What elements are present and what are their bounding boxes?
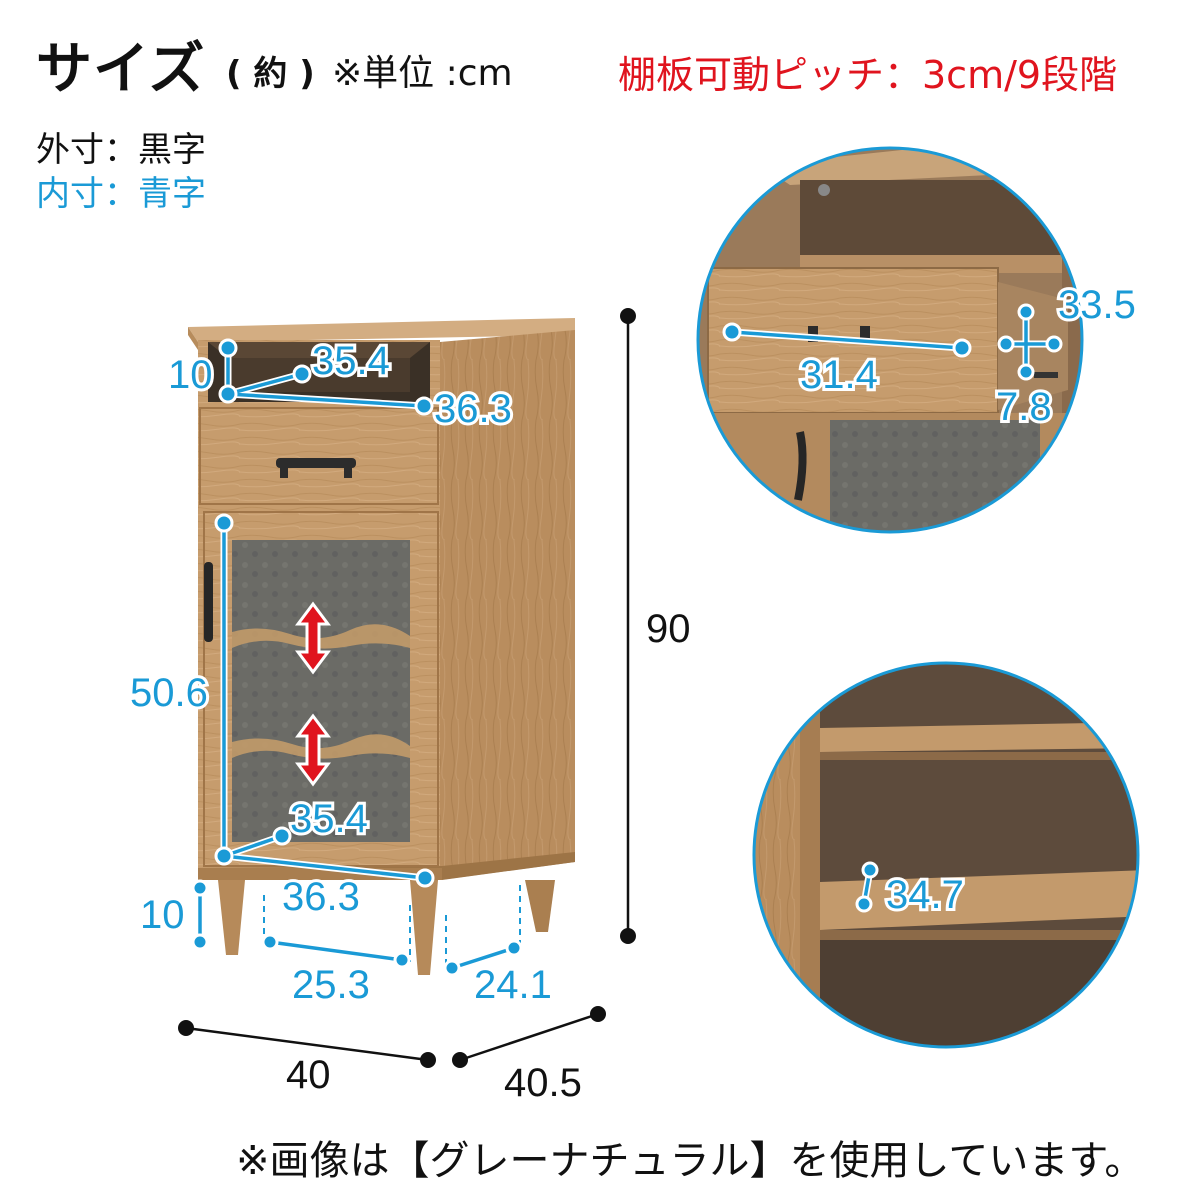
cabinet-illustration	[188, 318, 575, 975]
legend-inner: 内寸：青字	[36, 174, 206, 214]
leg-front-right	[410, 880, 438, 975]
label-outer-height: 90	[646, 607, 691, 651]
shelf-adjust-arrow-lower	[295, 713, 331, 787]
leg-back-right	[525, 880, 555, 932]
label-outer-width: 40	[286, 1053, 331, 1097]
shelf-adjust-arrow-upper	[295, 601, 331, 675]
label-top-opening-height: 10	[168, 353, 213, 397]
page-title: サイズ	[36, 37, 206, 102]
unit-note: ※単位 :cm	[332, 53, 513, 94]
legend-outer: 外寸：黒字	[36, 130, 206, 170]
drawer-detail-view: 31.4 33.5 7.8	[696, 146, 1139, 534]
label-outer-depth: 40.5	[504, 1061, 582, 1105]
label-drawer-width: 31.4	[800, 353, 878, 397]
label-shelf-depth: 34.7	[886, 873, 964, 917]
label-front-leg-gap: 25.3	[292, 963, 370, 1007]
label-cabinet-height: 50.6	[130, 671, 208, 715]
approx-label: ( 約 )	[226, 54, 315, 94]
label-top-opening-depth: 35.4	[312, 339, 390, 383]
leg-front-left	[218, 880, 245, 955]
footnote: ※画像は【グレーナチュラル】を使用しています。	[236, 1138, 1145, 1184]
shelf-pitch-note: 棚板可動ピッチ：3cm/9段階	[618, 53, 1118, 97]
label-leg-clearance: 10	[140, 893, 185, 937]
label-drawer-height: 7.8	[996, 385, 1052, 429]
label-cabinet-depth: 35.4	[290, 797, 368, 841]
label-drawer-depth: 33.5	[1058, 283, 1136, 327]
label-top-opening-width: 36.3	[434, 387, 512, 431]
shelf-detail-view: 34.7	[752, 661, 1140, 1049]
label-side-leg-gap: 24.1	[474, 963, 552, 1007]
label-cabinet-width: 36.3	[282, 875, 360, 919]
